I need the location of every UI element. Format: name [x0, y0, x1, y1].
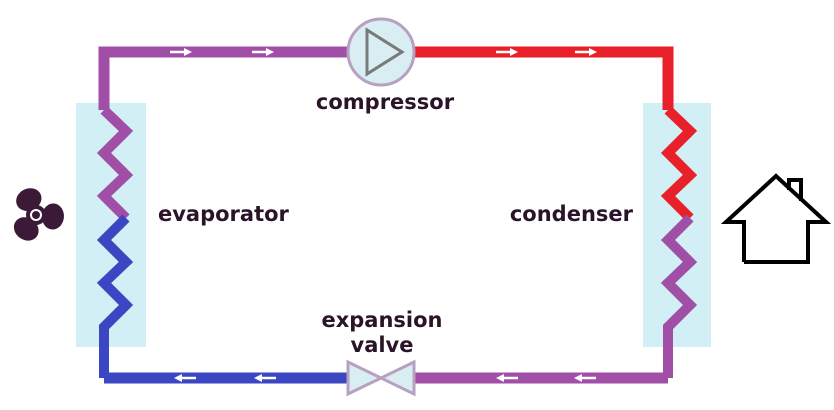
expansion-valve-label-line1: expansion [321, 308, 442, 332]
compressor-triangle-icon [365, 27, 405, 77]
arrow-left-icon [496, 374, 518, 382]
compressor [346, 17, 416, 87]
condenser-label: condenser [510, 202, 634, 226]
arrow-left-icon [174, 374, 196, 382]
expansion-valve [346, 359, 416, 397]
house-icon [720, 173, 832, 264]
flow-arrows-bottom [174, 374, 596, 382]
pipe-evaporator-to-compressor [98, 46, 350, 110]
evaporator-coil-upper [96, 106, 134, 222]
arrow-right-icon [575, 48, 597, 56]
arrow-right-icon [170, 48, 192, 56]
evaporator-coil-lower [96, 214, 134, 378]
valve-bowtie-icon [346, 359, 416, 397]
arrow-left-icon [574, 374, 596, 382]
compressor-label: compressor [316, 90, 455, 114]
arrow-right-icon [252, 48, 274, 56]
condenser-coil-upper [660, 106, 698, 222]
condenser-coil-lower [660, 214, 698, 378]
arrow-right-icon [496, 48, 518, 56]
expansion-valve-label-line2: valve [351, 333, 414, 357]
evaporator-label: evaporator [158, 202, 290, 226]
arrow-left-icon [254, 374, 276, 382]
fan-icon [13, 188, 64, 241]
flow-arrows-top [170, 48, 597, 56]
